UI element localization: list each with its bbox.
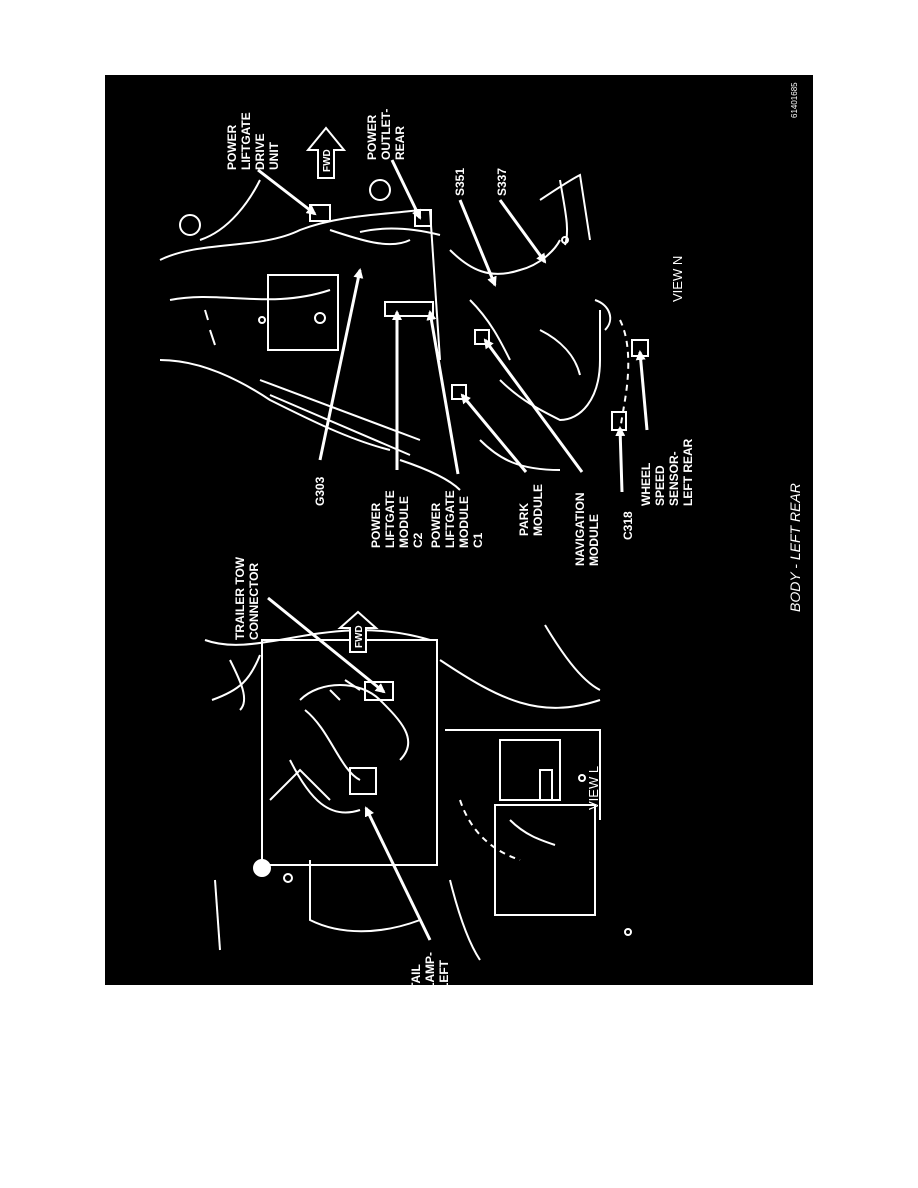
label-park-module: PARK MODULE: [517, 484, 545, 536]
trailer-area-inset: [261, 639, 438, 866]
c318-connector-shape: [611, 411, 627, 431]
callout-labels: TRAILER TOW CONNECTOR TAIL LAMP- LEFT PO…: [225, 105, 695, 990]
label-navigation-module: NAVIGATION MODULE: [573, 489, 601, 566]
leader-g303: [318, 268, 364, 461]
leader-lines: [257, 159, 649, 941]
leader-tail-lamp-left: [364, 806, 432, 941]
view-n-drawing: [159, 173, 649, 491]
leader-wheel-speed-sensor: [635, 350, 649, 431]
label-power-liftgate-module-c2: POWER LIFTGATE MODULE C2: [369, 487, 425, 548]
view-l-label: VIEW L: [586, 766, 601, 810]
leader-s351: [458, 199, 497, 287]
fwd-arrow-view-l: FWD: [337, 610, 379, 653]
label-s351: S351: [453, 168, 467, 196]
view-n-label: VIEW N: [670, 256, 685, 302]
view-labels: VIEW L VIEW N: [586, 256, 685, 810]
leader-power-liftgate-drive-unit: [257, 168, 317, 216]
leader-power-outlet-rear: [390, 159, 422, 220]
label-s337: S337: [495, 168, 509, 196]
park-module-connector-shape: [451, 384, 467, 400]
fwd-label-view-l: FWD: [354, 625, 365, 648]
fwd-arrow-view-n: FWD: [305, 126, 347, 179]
fwd-label-view-n: FWD: [322, 149, 333, 172]
view-l-drawing: [204, 624, 632, 961]
diagram-title: BODY - LEFT REAR: [787, 483, 803, 612]
figure-id: 61401685: [790, 82, 799, 118]
leader-c318: [615, 426, 626, 493]
leader-s337: [498, 199, 547, 264]
label-tail-lamp-left: TAIL LAMP- LEFT: [409, 949, 451, 990]
leader-navigation-module: [483, 338, 584, 473]
label-power-liftgate-module-c1: POWER LIFTGATE MODULE C1: [429, 487, 485, 548]
view-n-panel-opening: [267, 274, 339, 351]
leader-trailer-tow-connector: [267, 596, 386, 694]
label-g303: G303: [313, 476, 327, 506]
leader-park-module: [460, 393, 528, 473]
label-power-liftgate-drive-unit: POWER LIFTGATE DRIVE UNIT: [225, 109, 281, 170]
liftgate-module-connectors: [384, 301, 434, 317]
label-wheel-speed-sensor-left-rear: WHEEL SPEED SENSOR- LEFT REAR: [639, 438, 695, 506]
navigation-module-connector-shape: [474, 329, 490, 345]
leader-power-liftgate-module-c1: [426, 310, 460, 475]
tail-lamp-connector-shape: [349, 767, 377, 795]
label-c318: C318: [621, 511, 635, 540]
label-trailer-tow-connector: TRAILER TOW CONNECTOR: [233, 554, 261, 640]
label-power-outlet-rear: POWER OUTLET- REAR: [365, 105, 407, 160]
trailer-tow-connector-shape: [364, 681, 394, 701]
